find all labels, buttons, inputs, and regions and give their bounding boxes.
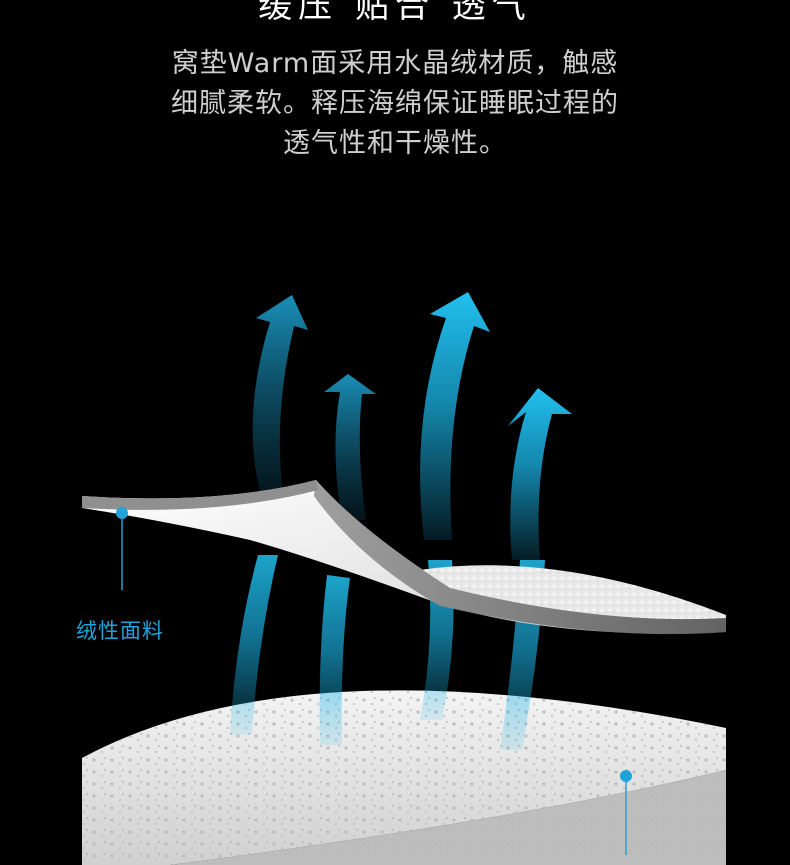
- airflow-arrows-upper: [252, 292, 572, 560]
- description: 窝垫Warm面采用水晶绒材质，触感 细腻柔软。释压海绵保证睡眠过程的 透气性和干…: [0, 44, 790, 164]
- headline: 缓压 贴合 透气: [258, 0, 532, 26]
- fabric-underside: [420, 565, 726, 628]
- fabric-callout-marker: [116, 507, 128, 590]
- fabric-callout-label: 绒性面料: [76, 619, 164, 643]
- description-line-1: 窝垫Warm面采用水晶绒材质，触感: [171, 48, 619, 79]
- description-line-3: 透气性和干燥性。: [283, 128, 507, 159]
- fabric-layer: [82, 480, 726, 635]
- foam-callout-marker: [620, 770, 632, 855]
- description-line-2: 细腻柔软。释压海绵保证睡眠过程的: [171, 88, 619, 119]
